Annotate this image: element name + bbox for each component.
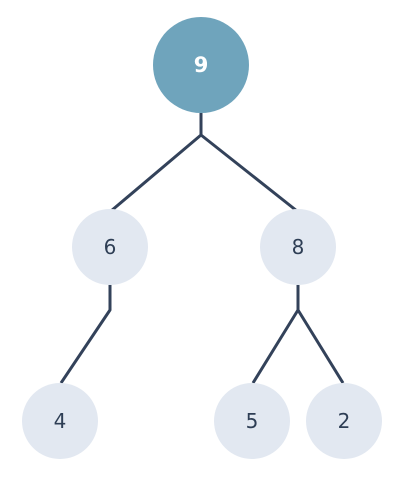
tree-node: 6 xyxy=(72,209,148,285)
tree-node: 8 xyxy=(260,209,336,285)
edge-8-to-5 xyxy=(251,285,300,384)
tree-edges xyxy=(59,113,345,384)
node-circle xyxy=(22,383,98,459)
node-label: 5 xyxy=(246,409,259,433)
edge-9-to-6 xyxy=(110,113,203,213)
edge-9-to-8 xyxy=(200,133,298,213)
node-circle xyxy=(214,383,290,459)
edge-8-to-2 xyxy=(296,309,345,384)
node-circle xyxy=(260,209,336,285)
node-label: 8 xyxy=(292,235,305,259)
node-circle xyxy=(153,17,249,113)
node-label: 4 xyxy=(54,409,67,433)
node-circle xyxy=(306,383,382,459)
edge-6-to-4 xyxy=(59,285,112,384)
tree-node: 5 xyxy=(214,383,290,459)
tree-node-root: 9 xyxy=(153,17,249,113)
tree-node: 2 xyxy=(306,383,382,459)
node-label: 2 xyxy=(338,409,351,433)
node-label: 9 xyxy=(194,53,209,77)
node-circle xyxy=(72,209,148,285)
tree-node: 4 xyxy=(22,383,98,459)
node-label: 6 xyxy=(104,235,117,259)
tree-nodes: 9 6 8 4 5 2 xyxy=(22,17,382,459)
